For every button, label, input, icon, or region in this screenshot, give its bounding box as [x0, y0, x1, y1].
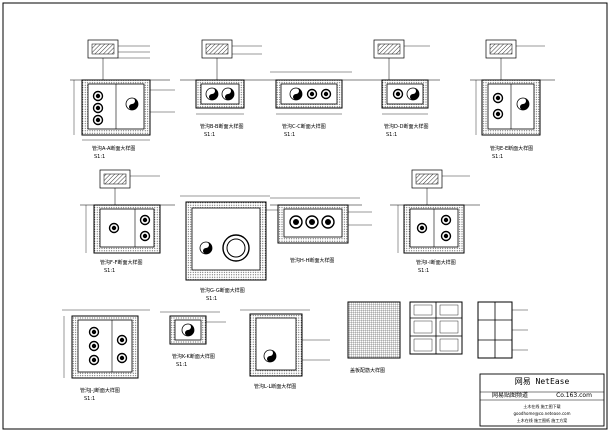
section-d-detail: 管沟D-D断面大样图 S1:1: [360, 39, 440, 138]
section-l-detail: 管沟L-L断面大样图: [240, 309, 330, 390]
section-e-scale: S1:1: [492, 154, 503, 160]
section-g-scale: S1:1: [206, 296, 217, 302]
section-d-scale: S1:1: [386, 132, 397, 138]
section-k-title: 管沟K-K断面大样图: [172, 353, 215, 360]
title-block-line1: 土木在线 施工图下载: [523, 403, 560, 409]
section-f-scale: S1:1: [104, 268, 115, 274]
section-i-scale: S1:1: [418, 268, 429, 274]
title-block-line3: 土木在线 施工图纸 施工方案: [517, 417, 568, 423]
title-block-domain: Co.163.com: [556, 392, 592, 399]
section-f-detail: 管沟F-F断面大样图 S1:1: [80, 169, 175, 274]
section-c-scale: S1:1: [284, 132, 295, 138]
section-b-title: 管沟B-B断面大样图: [200, 123, 244, 130]
section-i-title: 管沟I-I断面大样图: [416, 259, 456, 266]
cross-plate-detail: [477, 301, 528, 359]
section-g-detail: 管沟G-G断面大样图 S1:1: [180, 195, 280, 302]
section-a-detail: 管沟A-A断面大样图 S1:1: [70, 39, 175, 160]
plate-layout-detail: [409, 301, 463, 355]
section-a-title: 管沟A-A断面大样图: [92, 145, 135, 152]
title-block-brand: 网易 NetEase: [515, 377, 570, 386]
cover-plate-detail: 盖板配筋大样图: [347, 301, 401, 374]
section-c-detail: 管沟C-C断面大样图 S1:1: [270, 71, 360, 138]
section-k-scale: S1:1: [176, 362, 187, 368]
section-l-title: 管沟L-L断面大样图: [254, 383, 296, 390]
section-h-title: 管沟H-H断面大样图: [290, 257, 334, 264]
section-j-title: 管沟J-J断面大样图: [80, 387, 120, 394]
section-b-scale: S1:1: [204, 132, 215, 138]
section-e-title: 管沟E-E断面大样图: [490, 145, 533, 152]
section-d-title: 管沟D-D断面大样图: [384, 123, 429, 130]
section-e-detail: 管沟E-E断面大样图 S1:1: [470, 39, 555, 160]
section-j-scale: S1:1: [84, 396, 95, 402]
section-a-scale: S1:1: [94, 154, 105, 160]
section-f-title: 管沟F-F断面大样图: [100, 259, 143, 266]
section-h-detail: 管沟H-H断面大样图: [270, 197, 372, 264]
title-block: 网易 NetEase 网易贴图频道 Co.163.com 土木在线 施工图下载 …: [479, 373, 605, 427]
section-j-detail: 管沟J-J断面大样图 S1:1: [62, 309, 150, 402]
section-i-detail: 管沟I-I断面大样图 S1:1: [390, 169, 480, 274]
section-b-detail: 管沟B-B断面大样图 S1:1: [180, 39, 270, 138]
title-block-line2: goodhome@co.netease.com: [514, 411, 571, 416]
section-k-detail: 管沟K-K断面大样图 S1:1: [160, 311, 226, 368]
section-c-title: 管沟C-C断面大样图: [282, 123, 326, 130]
cover-plate-title: 盖板配筋大样图: [350, 367, 385, 374]
section-g-title: 管沟G-G断面大样图: [200, 287, 245, 294]
title-block-brand-sub: 网易贴图频道: [492, 391, 528, 399]
